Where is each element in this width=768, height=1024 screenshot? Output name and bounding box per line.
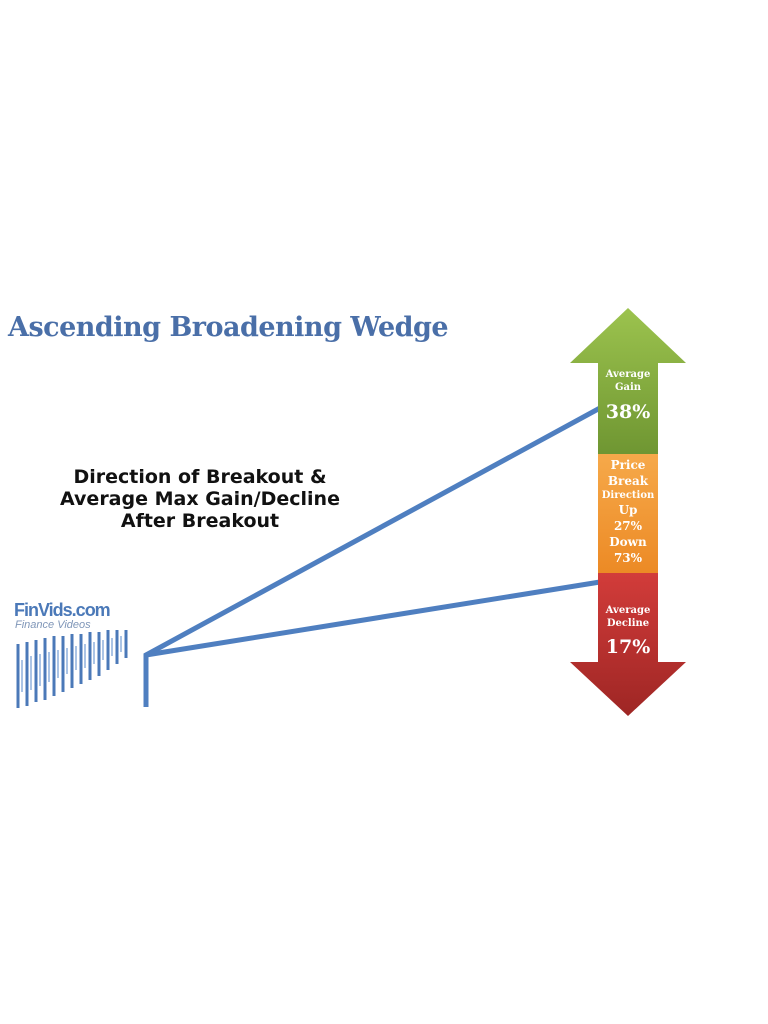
- gain-label: Average Gain: [598, 368, 658, 394]
- subtitle-line-2: Average Max Gain/Decline: [60, 488, 340, 510]
- subtitle-line-3: After Breakout: [120, 510, 280, 532]
- logo-tagline: Finance Videos: [15, 619, 91, 631]
- wedge-lower-line: [145, 579, 601, 658]
- page-title: Ascending Broadening Wedge: [8, 312, 449, 343]
- finvids-logo: FinVids.com Finance Videos: [14, 600, 134, 710]
- decline-value: 17%: [605, 636, 651, 658]
- price-break-line-3: Direction: [601, 490, 655, 501]
- price-break-section: [598, 454, 658, 573]
- decline-label: Average Decline: [598, 604, 658, 630]
- price-break-label: Price Break Direction Up 27% Down 73%: [598, 457, 658, 566]
- price-break-line-2: Break: [607, 474, 649, 488]
- subtitle-line-1: Direction of Breakout &: [73, 466, 327, 488]
- gain-label-line-1: Average: [605, 369, 651, 380]
- price-break-down-value: 73%: [613, 551, 643, 565]
- logo-name: FinVids.com: [14, 600, 111, 620]
- price-break-up-value: 27%: [613, 519, 643, 533]
- gain-arrow-head: [570, 308, 686, 454]
- gain-value: 38%: [605, 401, 651, 423]
- price-break-down-label: Down: [609, 535, 647, 549]
- diagram-subtitle: Direction of Breakout & Average Max Gain…: [30, 466, 370, 532]
- decline-label-line-1: Average: [605, 605, 651, 616]
- price-break-line-1: Price: [610, 458, 646, 472]
- direction-arrow-shape: [570, 308, 686, 716]
- gain-label-line-2: Gain: [614, 382, 642, 393]
- decline-arrow-head: [570, 573, 686, 716]
- price-break-up-label: Up: [618, 503, 638, 517]
- wedge-upper-line: [143, 405, 602, 707]
- decline-label-line-2: Decline: [606, 618, 650, 629]
- direction-arrow: Average Gain 38% Price Break Direction U…: [568, 308, 688, 718]
- logo-bars-icon: [16, 630, 128, 708]
